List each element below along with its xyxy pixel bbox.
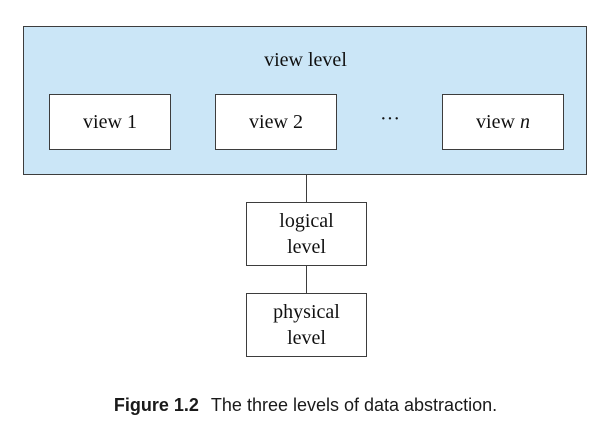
- view-2-box: view 2: [215, 94, 337, 150]
- logical-level-line1: logical: [279, 210, 334, 232]
- view-1-label: view 1: [83, 111, 137, 133]
- logical-level-box: logical level: [246, 202, 367, 266]
- logical-level-line2: level: [287, 236, 326, 258]
- view-n-label: view n: [476, 111, 530, 133]
- views-ellipsis: ···: [380, 108, 400, 130]
- logical-to-physical-connector: [306, 266, 307, 293]
- view-n-box: view n: [442, 94, 564, 150]
- view-to-logical-connector: [306, 175, 307, 202]
- physical-level-line2: level: [287, 327, 326, 349]
- view-2-label: view 2: [249, 111, 303, 133]
- figure-caption-text: The three levels of data abstraction.: [210, 395, 498, 415]
- physical-level-box: physical level: [246, 293, 367, 357]
- figure-label: Figure 1.2: [113, 395, 199, 415]
- figure-caption: Figure 1.2 The three levels of data abstr…: [0, 394, 611, 416]
- view-1-box: view 1: [49, 94, 171, 150]
- view-level-title: view level: [264, 49, 347, 71]
- physical-level-line1: physical: [273, 301, 340, 323]
